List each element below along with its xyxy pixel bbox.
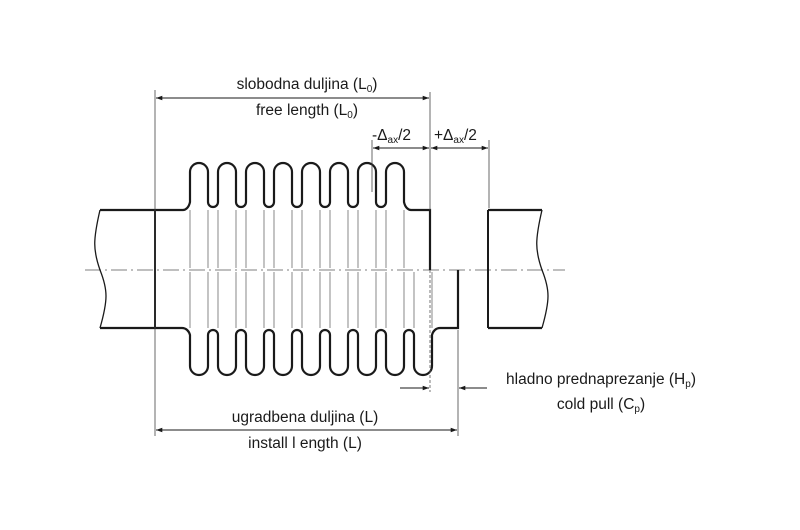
- free-length-label-hr: slobodna duljina (L0): [236, 76, 378, 95]
- bellows-top-profile: [155, 161, 432, 270]
- right-pipe: [487, 208, 549, 330]
- install-length-label-en: install l ength (L): [248, 435, 362, 452]
- bellows-bottom-profile: [155, 270, 460, 377]
- cold-pull-label-en: cold pull (Cp): [556, 396, 646, 415]
- install-length-label-hr: ugradbena duljina (L): [231, 409, 379, 426]
- plus-delta-label: +Δax/2: [434, 127, 477, 146]
- extension-lines: [154, 90, 490, 436]
- free-length-label-en: free length (L0): [255, 102, 359, 121]
- left-pipe: [94, 208, 156, 330]
- cold-pull-label-hr: hladno prednaprezanje (Hp): [506, 371, 696, 390]
- convolution-hidden-lines: [189, 210, 433, 328]
- minus-delta-label: -Δax/2: [372, 127, 412, 146]
